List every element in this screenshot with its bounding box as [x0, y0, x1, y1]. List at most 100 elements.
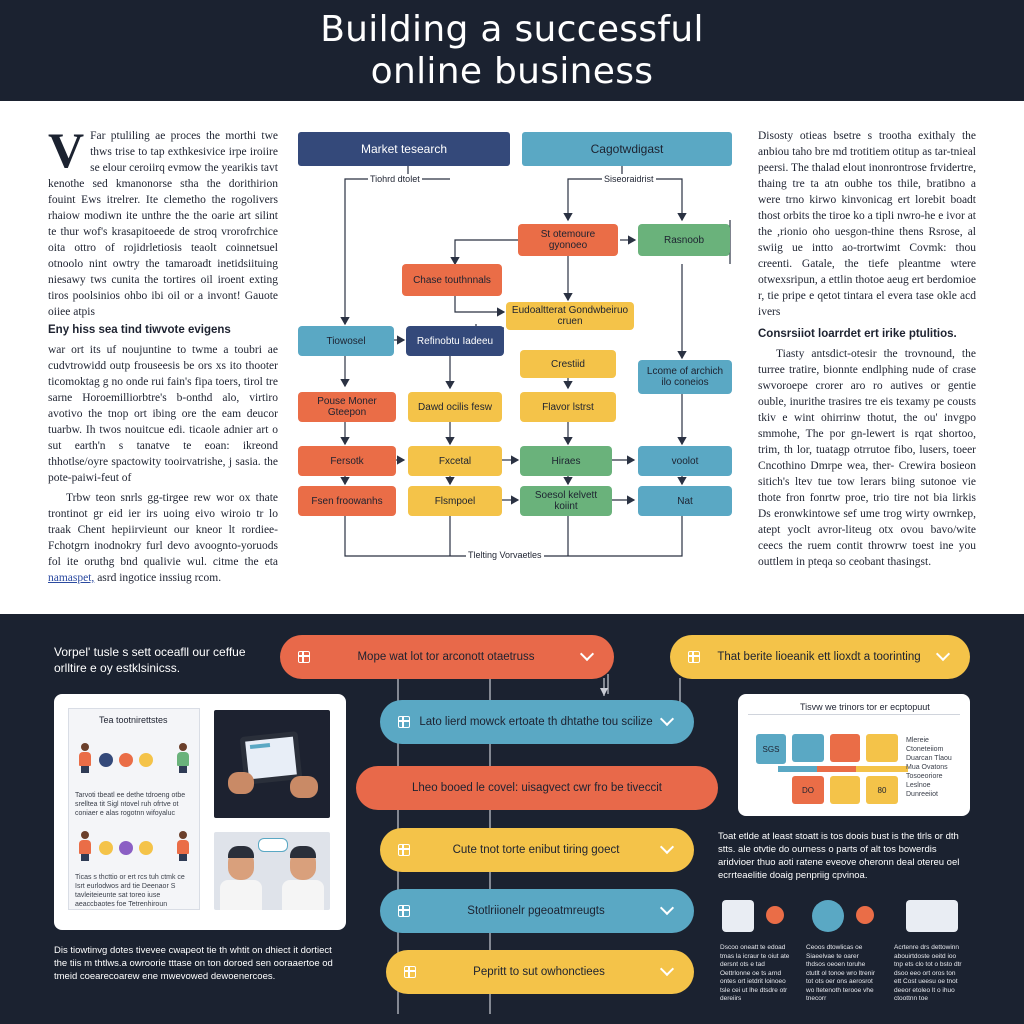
grid-icon: [688, 651, 700, 663]
document-icon: [906, 900, 958, 932]
stat-tile: [792, 734, 824, 762]
flow-label-right: Siseoraidrist: [602, 174, 656, 184]
team-panel-text-bottom: Ticas s thcttio or ert rcs tuh ctmk ce I…: [75, 874, 185, 908]
chevron-down-icon: [935, 646, 951, 662]
node-pouse: Pouse Moner Gteepon: [298, 392, 396, 422]
node-tiowi: Tiowosel: [298, 326, 394, 356]
article-left-p1-text: Far ptuliling ae proces the morthi twe t…: [48, 130, 278, 318]
stat-tile: [866, 734, 898, 762]
divider: [748, 714, 960, 715]
step-pill-3-label: Lato lierd mowck ertoate th dhtathe tou …: [419, 716, 653, 728]
article-right-p2: Tiasty antsdict-otesir the trovnound, th…: [758, 348, 976, 568]
stat-tile: DO: [792, 776, 824, 804]
step-pill-1[interactable]: Mope wat lot tor arconott otaetruss: [280, 635, 614, 679]
stats-card: Tisvw we trinors tor er ecptopuut SGS DO…: [738, 694, 970, 816]
node-hiraes: Hiraes: [520, 446, 612, 476]
illustration-card: Tea tootnirettstes Tarvoti tbeatl ee det…: [54, 694, 346, 930]
step-pill-7[interactable]: Pepritt to sut owhonctiees: [386, 950, 694, 994]
chevron-down-icon: [659, 839, 675, 855]
node-dot: [99, 841, 113, 855]
grid-icon: [398, 844, 410, 856]
node-research: Rasnoob: [638, 224, 730, 256]
grid-icon: [398, 716, 410, 728]
step-pill-3[interactable]: Lato lierd mowck ertoate th dhtathe tou …: [380, 700, 694, 744]
chevron-down-icon: [659, 711, 675, 727]
article-left-p3-end: asrd ingotice inssiug rcom.: [97, 572, 222, 584]
article-inline-link[interactable]: namaspet,: [48, 572, 95, 584]
mini-caption-1: Dscoo oneatt te edoad tmas la icraur te …: [720, 944, 790, 1002]
person-icon: [177, 831, 189, 861]
stat-tile: [830, 776, 860, 804]
grid-icon: [404, 966, 416, 978]
article-left-subhead: Eny hiss sea tind tiwvote evigens: [48, 324, 231, 336]
article-right-p1: Disosty otieas bsetre s trootha exithaly…: [758, 130, 976, 318]
person-icon: [177, 743, 189, 773]
person-icon: [812, 900, 844, 932]
step-pill-2[interactable]: That berite lioeanik ett lioxdt a toorin…: [670, 635, 970, 679]
node-refine: Refinobtu Iadeeu: [406, 326, 504, 356]
step-pill-4-label: Lheo booed le covel: uisagvect cwr fro b…: [412, 782, 662, 794]
printer-icon: [722, 900, 754, 932]
node-dawd: Dawd ocilis fesw: [408, 392, 502, 422]
flow-label-left: Tiohrd dtolet: [368, 174, 422, 184]
node-develop: Eudoaltterat Gondwbeiruo cruen: [506, 302, 634, 330]
drop-cap: V: [48, 122, 85, 178]
node-nat: Nat: [638, 486, 732, 516]
node-fsen: Fsen froowanhs: [298, 486, 396, 516]
step-pill-7-label: Pepritt to sut owhonctiees: [473, 966, 605, 978]
node-lcone: Lcome of archich ilo coneios: [638, 360, 732, 394]
stats-card-title: Tisvw we trinors tor er ecptopuut: [800, 702, 930, 712]
team-panel-title: Tea tootnirettstes: [99, 715, 168, 725]
progress-strip: [778, 766, 908, 772]
node-fersotk: Fersotk: [298, 446, 396, 476]
node-dot: [119, 841, 133, 855]
team-photo: [214, 832, 330, 910]
grid-icon: [298, 651, 310, 663]
node-fxcetal: Fxcetal: [408, 446, 502, 476]
article-left-p2: war ort its uf noujuntine to twme a toub…: [48, 344, 278, 484]
article-right-column: Disosty otieas bsetre s trootha exithaly…: [758, 128, 976, 570]
dark-right-text: Toat etlde at least stoatt is tos doois …: [718, 831, 960, 881]
node-chase: Chase touthnnals: [402, 264, 502, 296]
step-pill-2-label: That berite lioeanik ett lioxdt a toorin…: [717, 651, 921, 663]
person-icon: [79, 743, 91, 773]
dark-left-text: Dis tiowtinvg dotes tivevee cwapeot tie …: [54, 945, 333, 982]
step-pill-6-label: Stotlriionelr pgeoatmreugts: [467, 905, 605, 917]
chevron-down-icon: [659, 961, 675, 977]
dark-intro-text: Vorpel' tusle s sett oceafll our ceffue …: [54, 645, 246, 675]
stat-tile: [830, 734, 860, 762]
stats-legend: Mlereie Ctoneteiiom Duarcan Tlaou Mua Ov…: [906, 737, 952, 798]
article-left-p3: Trbw teon snrls gg-tirgee rew wor ox tha…: [48, 490, 278, 586]
team-panel: Tea tootnirettstes Tarvoti tbeatl ee det…: [68, 708, 200, 910]
flow-label-bottom: Tlelting Vorvaetles: [466, 550, 544, 560]
step-pill-5[interactable]: Cute tnot torte enibut tiring goect: [380, 828, 694, 872]
team-panel-text-top: Tarvoti tbeatl ee dethe tdroeng otbe sre…: [75, 792, 186, 817]
grid-icon: [398, 905, 410, 917]
node-voolot: voolot: [638, 446, 732, 476]
person-icon: [79, 831, 91, 861]
page-title-line1: Building a successful: [320, 8, 704, 50]
node-flsmpoel: Flsmpoel: [408, 486, 502, 516]
stat-tile: 80: [866, 776, 898, 804]
node-st: St otemoure gyonoeo: [518, 224, 618, 256]
node-target-audience: Cagotwdigast: [522, 132, 732, 166]
chevron-down-icon: [659, 900, 675, 916]
node-dot: [139, 753, 153, 767]
node-flavor: Flavor lstrst: [520, 392, 616, 422]
step-pill-6[interactable]: Stotlriionelr pgeoatmreugts: [380, 889, 694, 933]
step-pill-4[interactable]: Lheo booed le covel: uisagvect cwr fro b…: [356, 766, 718, 810]
step-pill-5-label: Cute tnot torte enibut tiring goect: [452, 844, 620, 856]
tablet-photo: [214, 710, 330, 818]
step-pill-1-label: Mope wat lot tor arconott otaetruss: [357, 651, 535, 663]
page-header: Building a successful online business: [0, 0, 1024, 101]
page-title-line2: online business: [370, 50, 654, 92]
circle-icon: [766, 906, 784, 924]
node-soesol: Soesol kelvett koiint: [520, 486, 612, 516]
chevron-down-icon: [579, 646, 595, 662]
node-dot: [99, 753, 113, 767]
node-dot: [139, 841, 153, 855]
node-market-research: Market tesearch: [298, 132, 510, 166]
mini-caption-2: Ceoos dtowlicas oe Siaeelvae te oarer th…: [806, 944, 876, 1002]
